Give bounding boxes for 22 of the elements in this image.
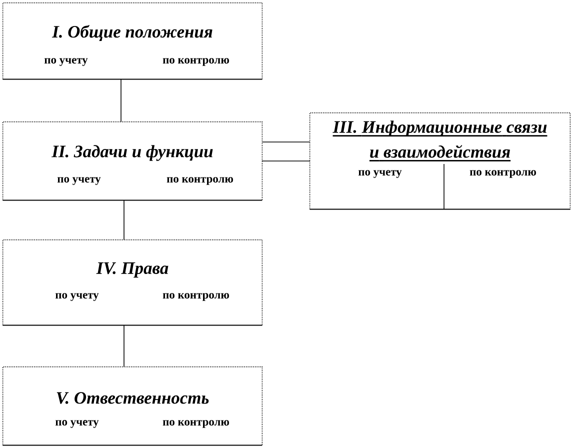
column-label: по контролю (470, 170, 536, 178)
section-title: II. Задачи и функции (52, 145, 213, 161)
section-box (2, 366, 263, 446)
column-label: по учету (358, 170, 402, 178)
section-title: III. Информационные связи и взаимодействия (332, 120, 548, 162)
section-box (2, 239, 263, 326)
section-box (2, 121, 263, 201)
column-label: по учету (44, 58, 88, 66)
column-label: по контролю (162, 58, 229, 66)
section-box (309, 112, 571, 210)
section-box (2, 2, 263, 80)
section-title: V. Отвественность (56, 392, 209, 404)
section-title: I. Общие положения (52, 25, 212, 41)
column-label: по учету (57, 177, 101, 185)
section-title: IV. Права (96, 262, 168, 278)
connector-line (120, 78, 122, 122)
column-label: по учету (55, 420, 99, 428)
column-label: по контролю (162, 420, 229, 428)
column-label: по учету (55, 293, 99, 301)
connector-line (262, 160, 310, 162)
column-label: по контролю (166, 177, 233, 185)
column-label: по контролю (162, 293, 229, 301)
